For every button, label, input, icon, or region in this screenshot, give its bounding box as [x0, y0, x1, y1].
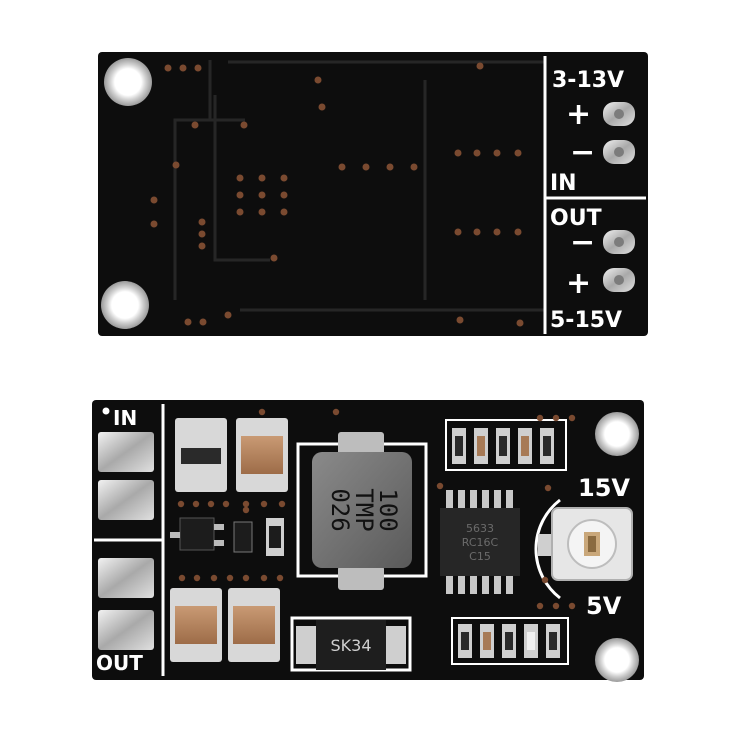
resistor-array-top: [445, 419, 567, 471]
silkscreen-frame-left: [94, 404, 165, 676]
resistor-array-bottom: [451, 617, 569, 665]
controller-ic: 5633 RC16C C15: [440, 490, 520, 594]
output-minus-label: −: [570, 225, 595, 260]
ic-marking-line1: 5633: [466, 522, 494, 535]
vias-back: [150, 62, 524, 327]
pot-range-arc: [534, 498, 561, 600]
inductor-marking-line2: TMP: [350, 488, 378, 531]
schottky-diode: SK34: [296, 620, 406, 670]
smd-transistors: [170, 517, 284, 556]
input-voltage-label: 3-13V: [552, 68, 624, 93]
power-inductor: 100 TMP 026: [312, 432, 412, 590]
mounting-hole: [595, 638, 639, 682]
mounting-hole: [104, 58, 152, 106]
pcb-back: [98, 52, 648, 336]
in-label: IN: [113, 406, 137, 430]
inductor-marking-line1: 100: [374, 488, 402, 531]
silkscreen-frame: [543, 56, 646, 334]
pin-one-dot: [102, 407, 110, 415]
output-voltage-label: 5-15V: [550, 308, 622, 333]
board-back-side: 3-13V + − IN OUT − + 5-15V: [98, 52, 648, 336]
trimmer-potentiometer: [538, 507, 633, 581]
ic-marking-line3: C15: [469, 550, 491, 563]
mounting-hole: [595, 412, 639, 456]
output-label: OUT: [550, 206, 602, 231]
out-label: OUT: [96, 651, 143, 675]
diode-marking: SK34: [330, 636, 371, 655]
input-minus-label: −: [570, 135, 595, 170]
output-plus-label: +: [566, 266, 591, 301]
mounting-hole: [101, 281, 149, 329]
terminal-pads: [603, 102, 635, 292]
copper-traces: [173, 60, 545, 312]
pot-min-label: 5V: [586, 592, 622, 620]
input-label: IN: [550, 171, 577, 196]
ceramic-capacitors: [170, 418, 288, 662]
edge-pads: [98, 432, 154, 650]
vias-front: [177, 408, 576, 610]
inductor-marking-line3: 026: [326, 488, 354, 531]
pot-max-label: 15V: [578, 474, 630, 502]
input-plus-label: +: [566, 97, 591, 132]
board-component-side: IN OUT: [92, 400, 644, 682]
ic-marking-line2: RC16C: [462, 536, 499, 549]
